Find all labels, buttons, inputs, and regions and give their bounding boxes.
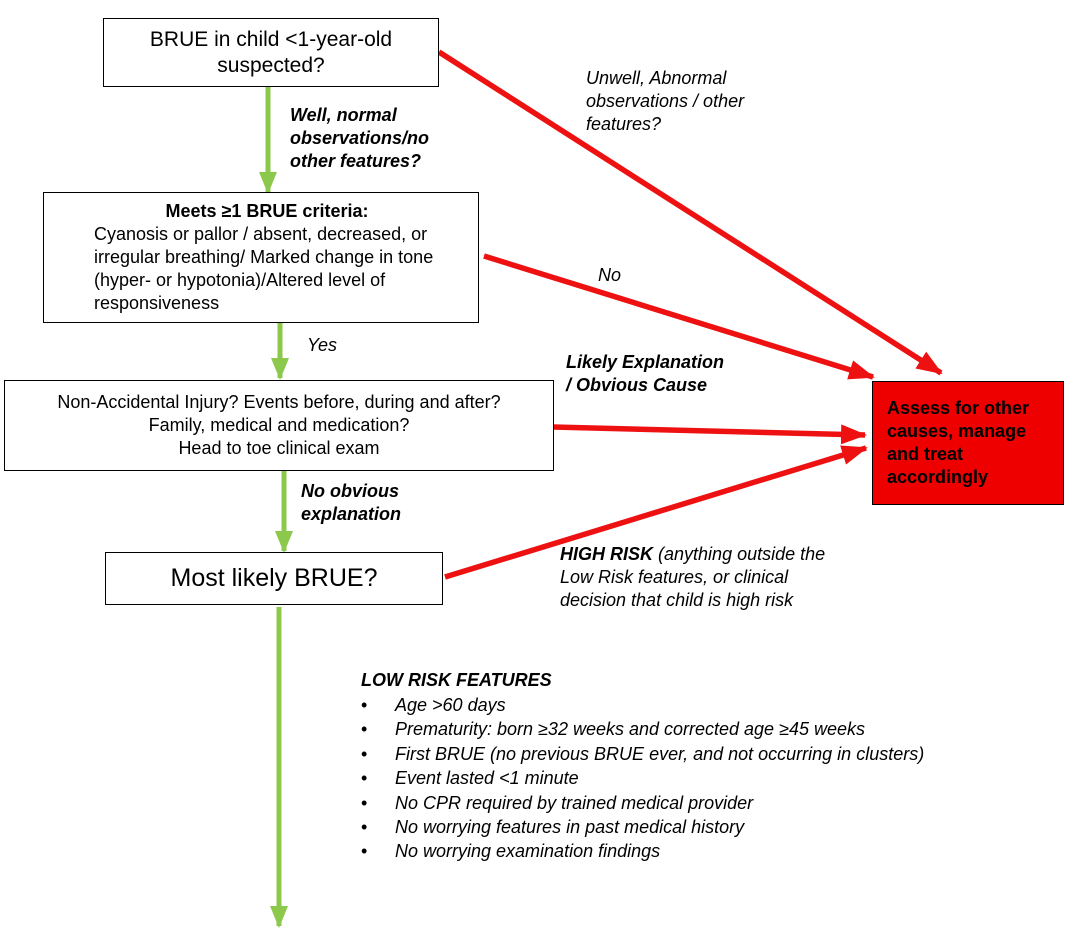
arrow-assess-to-outcome bbox=[552, 424, 867, 445]
assess-line-2: Family, medical and medication? bbox=[148, 415, 410, 435]
start-node: BRUE in child <1-year-old suspected? bbox=[103, 18, 439, 87]
label-yes: Yes bbox=[307, 335, 338, 355]
low-risk-item: Event lasted <1 minute bbox=[361, 766, 1001, 791]
low-risk-item: Prematurity: born ≥32 weeks and correcte… bbox=[361, 717, 1001, 742]
criteria-title: Meets ≥1 BRUE criteria: bbox=[165, 201, 369, 221]
arrow-criteria-to-outcome bbox=[483, 253, 875, 380]
low-risk-item: First BRUE (no previous BRUE ever, and n… bbox=[361, 742, 1001, 767]
outcome-text: Assess for other causes, manage and trea… bbox=[887, 398, 1030, 487]
label-no: No bbox=[598, 265, 622, 285]
assess-line-1: Non-Accidental Injury? Events before, du… bbox=[57, 392, 501, 412]
likely-brue-node: Most likely BRUE? bbox=[105, 552, 443, 605]
label-likely-explanation: Likely Explanation / Obvious Cause bbox=[566, 352, 725, 395]
label-well: Well, normal observations/no other featu… bbox=[290, 105, 430, 171]
low-risk-item: No worrying examination findings bbox=[361, 839, 1001, 864]
high-risk-lead: HIGH RISK bbox=[560, 544, 654, 564]
high-risk-rest: (anything outside the Low Risk features,… bbox=[560, 544, 826, 610]
start-node-text: BRUE in child <1-year-old suspected? bbox=[149, 27, 393, 77]
low-risk-item: No worrying features in past medical his… bbox=[361, 815, 1001, 840]
assess-node: Non-Accidental Injury? Events before, du… bbox=[4, 380, 554, 471]
label-unwell: Unwell, Abnormal observations / other fe… bbox=[586, 68, 745, 134]
label-no-obvious: No obvious explanation bbox=[301, 481, 402, 524]
arrow-start-to-outcome bbox=[437, 49, 943, 376]
criteria-node: Meets ≥1 BRUE criteria: Cyanosis or pall… bbox=[43, 192, 479, 323]
outcome-node: Assess for other causes, manage and trea… bbox=[872, 381, 1064, 505]
low-risk-item: Age >60 days bbox=[361, 693, 1001, 718]
criteria-body: Cyanosis or pallor / absent, decreased, … bbox=[94, 224, 434, 313]
arrow-likely-to-outcome bbox=[444, 445, 868, 580]
label-high-risk: HIGH RISK (anything outside the Low Risk… bbox=[560, 543, 835, 612]
low-risk-title: LOW RISK FEATURES bbox=[361, 670, 552, 690]
low-risk-list: Age >60 days Prematurity: born ≥32 weeks… bbox=[361, 693, 1001, 864]
low-risk-item: No CPR required by trained medical provi… bbox=[361, 791, 1001, 816]
assess-line-3: Head to toe clinical exam bbox=[178, 438, 380, 458]
low-risk-section: LOW RISK FEATURES Age >60 days Prematuri… bbox=[361, 668, 1001, 864]
likely-brue-text: Most likely BRUE? bbox=[170, 564, 378, 592]
